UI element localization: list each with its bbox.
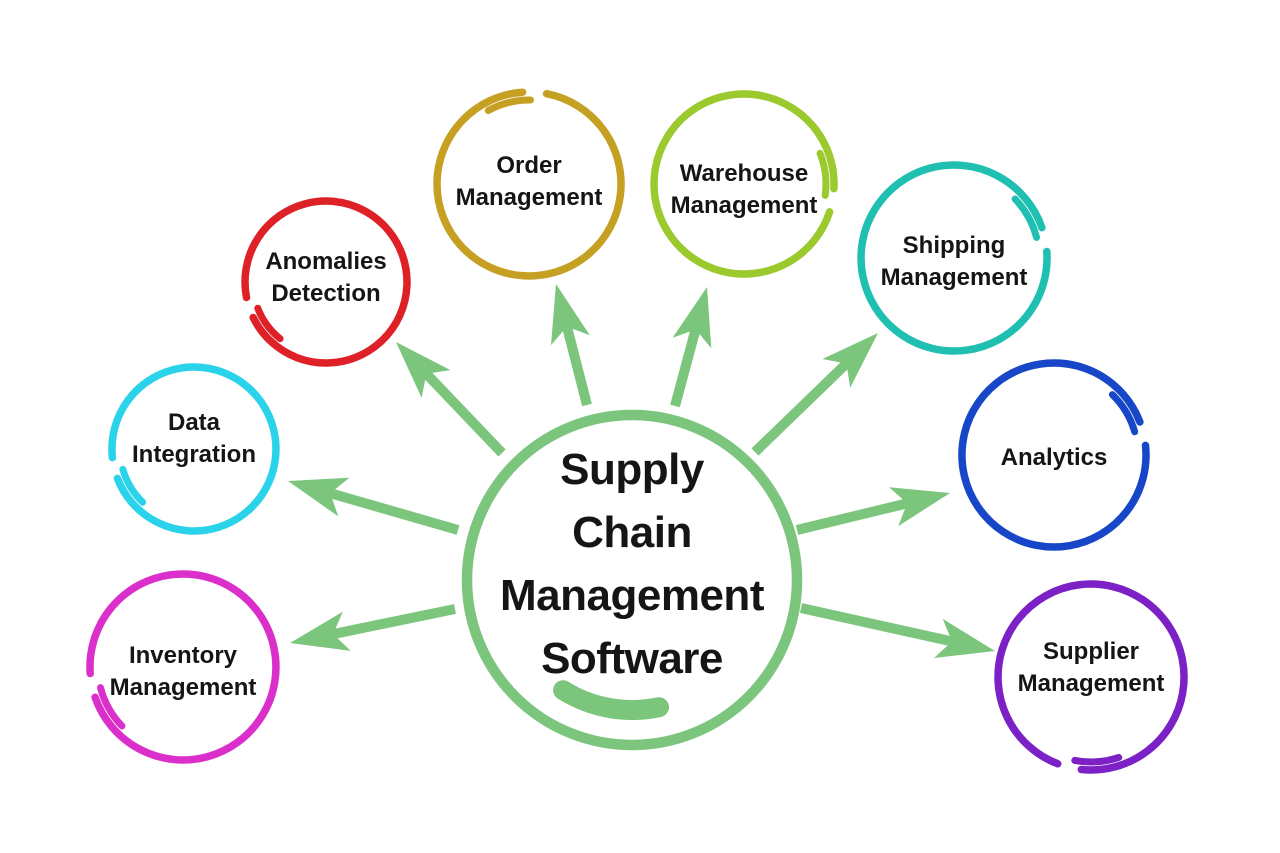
- analytics-label: Analytics: [1000, 443, 1108, 471]
- anomalies-detection-circle: [241, 197, 411, 367]
- center-circle: [461, 409, 803, 751]
- shipping-management-label: Shipping Management: [880, 231, 1028, 291]
- arrow-shaft-supplier-management: [799, 603, 956, 647]
- arrow-shaft-order-management: [561, 323, 592, 407]
- arrow-head-inventory-management: [290, 611, 351, 651]
- anomalies-detection-label: Anomalies Detection: [265, 247, 387, 307]
- arrow-shaft-analytics: [795, 498, 911, 535]
- warehouse-management-circle: [650, 90, 838, 278]
- warehouse-management-label: Warehouse Management: [670, 159, 818, 219]
- analytics-circle: [958, 359, 1150, 551]
- supplier-management-label: Supplier Management: [1017, 637, 1165, 697]
- arrow-head-order-management: [551, 284, 590, 346]
- arrow-head-anomalies-detection: [396, 342, 451, 398]
- arrow-head-warehouse-management: [672, 287, 712, 349]
- arrow-head-supplier-management: [934, 618, 995, 658]
- arrow-head-shipping-management: [822, 333, 878, 388]
- arrow-shaft-inventory-management: [330, 604, 457, 640]
- arrow-head-data-integration: [288, 477, 350, 517]
- inventory-management-circle-hook-accent: [97, 684, 126, 730]
- warehouse-management-circle-hook-accent: [816, 149, 830, 199]
- inventory-management-label: Inventory Management: [109, 641, 257, 701]
- order-management-circle: [433, 88, 625, 280]
- data-integration-label: Data Integration: [132, 408, 256, 468]
- arrow-head-analytics: [888, 487, 950, 527]
- shipping-management-circle-hook-accent: [1011, 195, 1040, 241]
- arrow-shaft-anomalies-detection: [421, 368, 506, 457]
- inventory-management-circle: [86, 570, 280, 764]
- supplier-management-circle: [994, 580, 1188, 774]
- data-integration-circle: [108, 363, 280, 535]
- center-label: Supply Chain Management Software: [500, 445, 764, 683]
- order-management-label: Order Management: [455, 151, 603, 211]
- data-integration-circle-hook-accent: [119, 465, 147, 506]
- arrow-shaft-data-integration: [326, 487, 460, 535]
- center-circle-swoosh-accent: [553, 680, 669, 720]
- anomalies-detection-circle-hook-accent: [254, 304, 284, 343]
- order-management-circle-hook-accent: [484, 96, 534, 114]
- arrow-shaft-warehouse-management: [670, 326, 701, 408]
- analytics-circle-hook-accent: [1108, 391, 1139, 436]
- supplier-management-circle-hook-accent: [1071, 753, 1123, 766]
- shipping-management-circle: [857, 161, 1051, 355]
- arrow-shaft-shipping-management: [751, 358, 852, 456]
